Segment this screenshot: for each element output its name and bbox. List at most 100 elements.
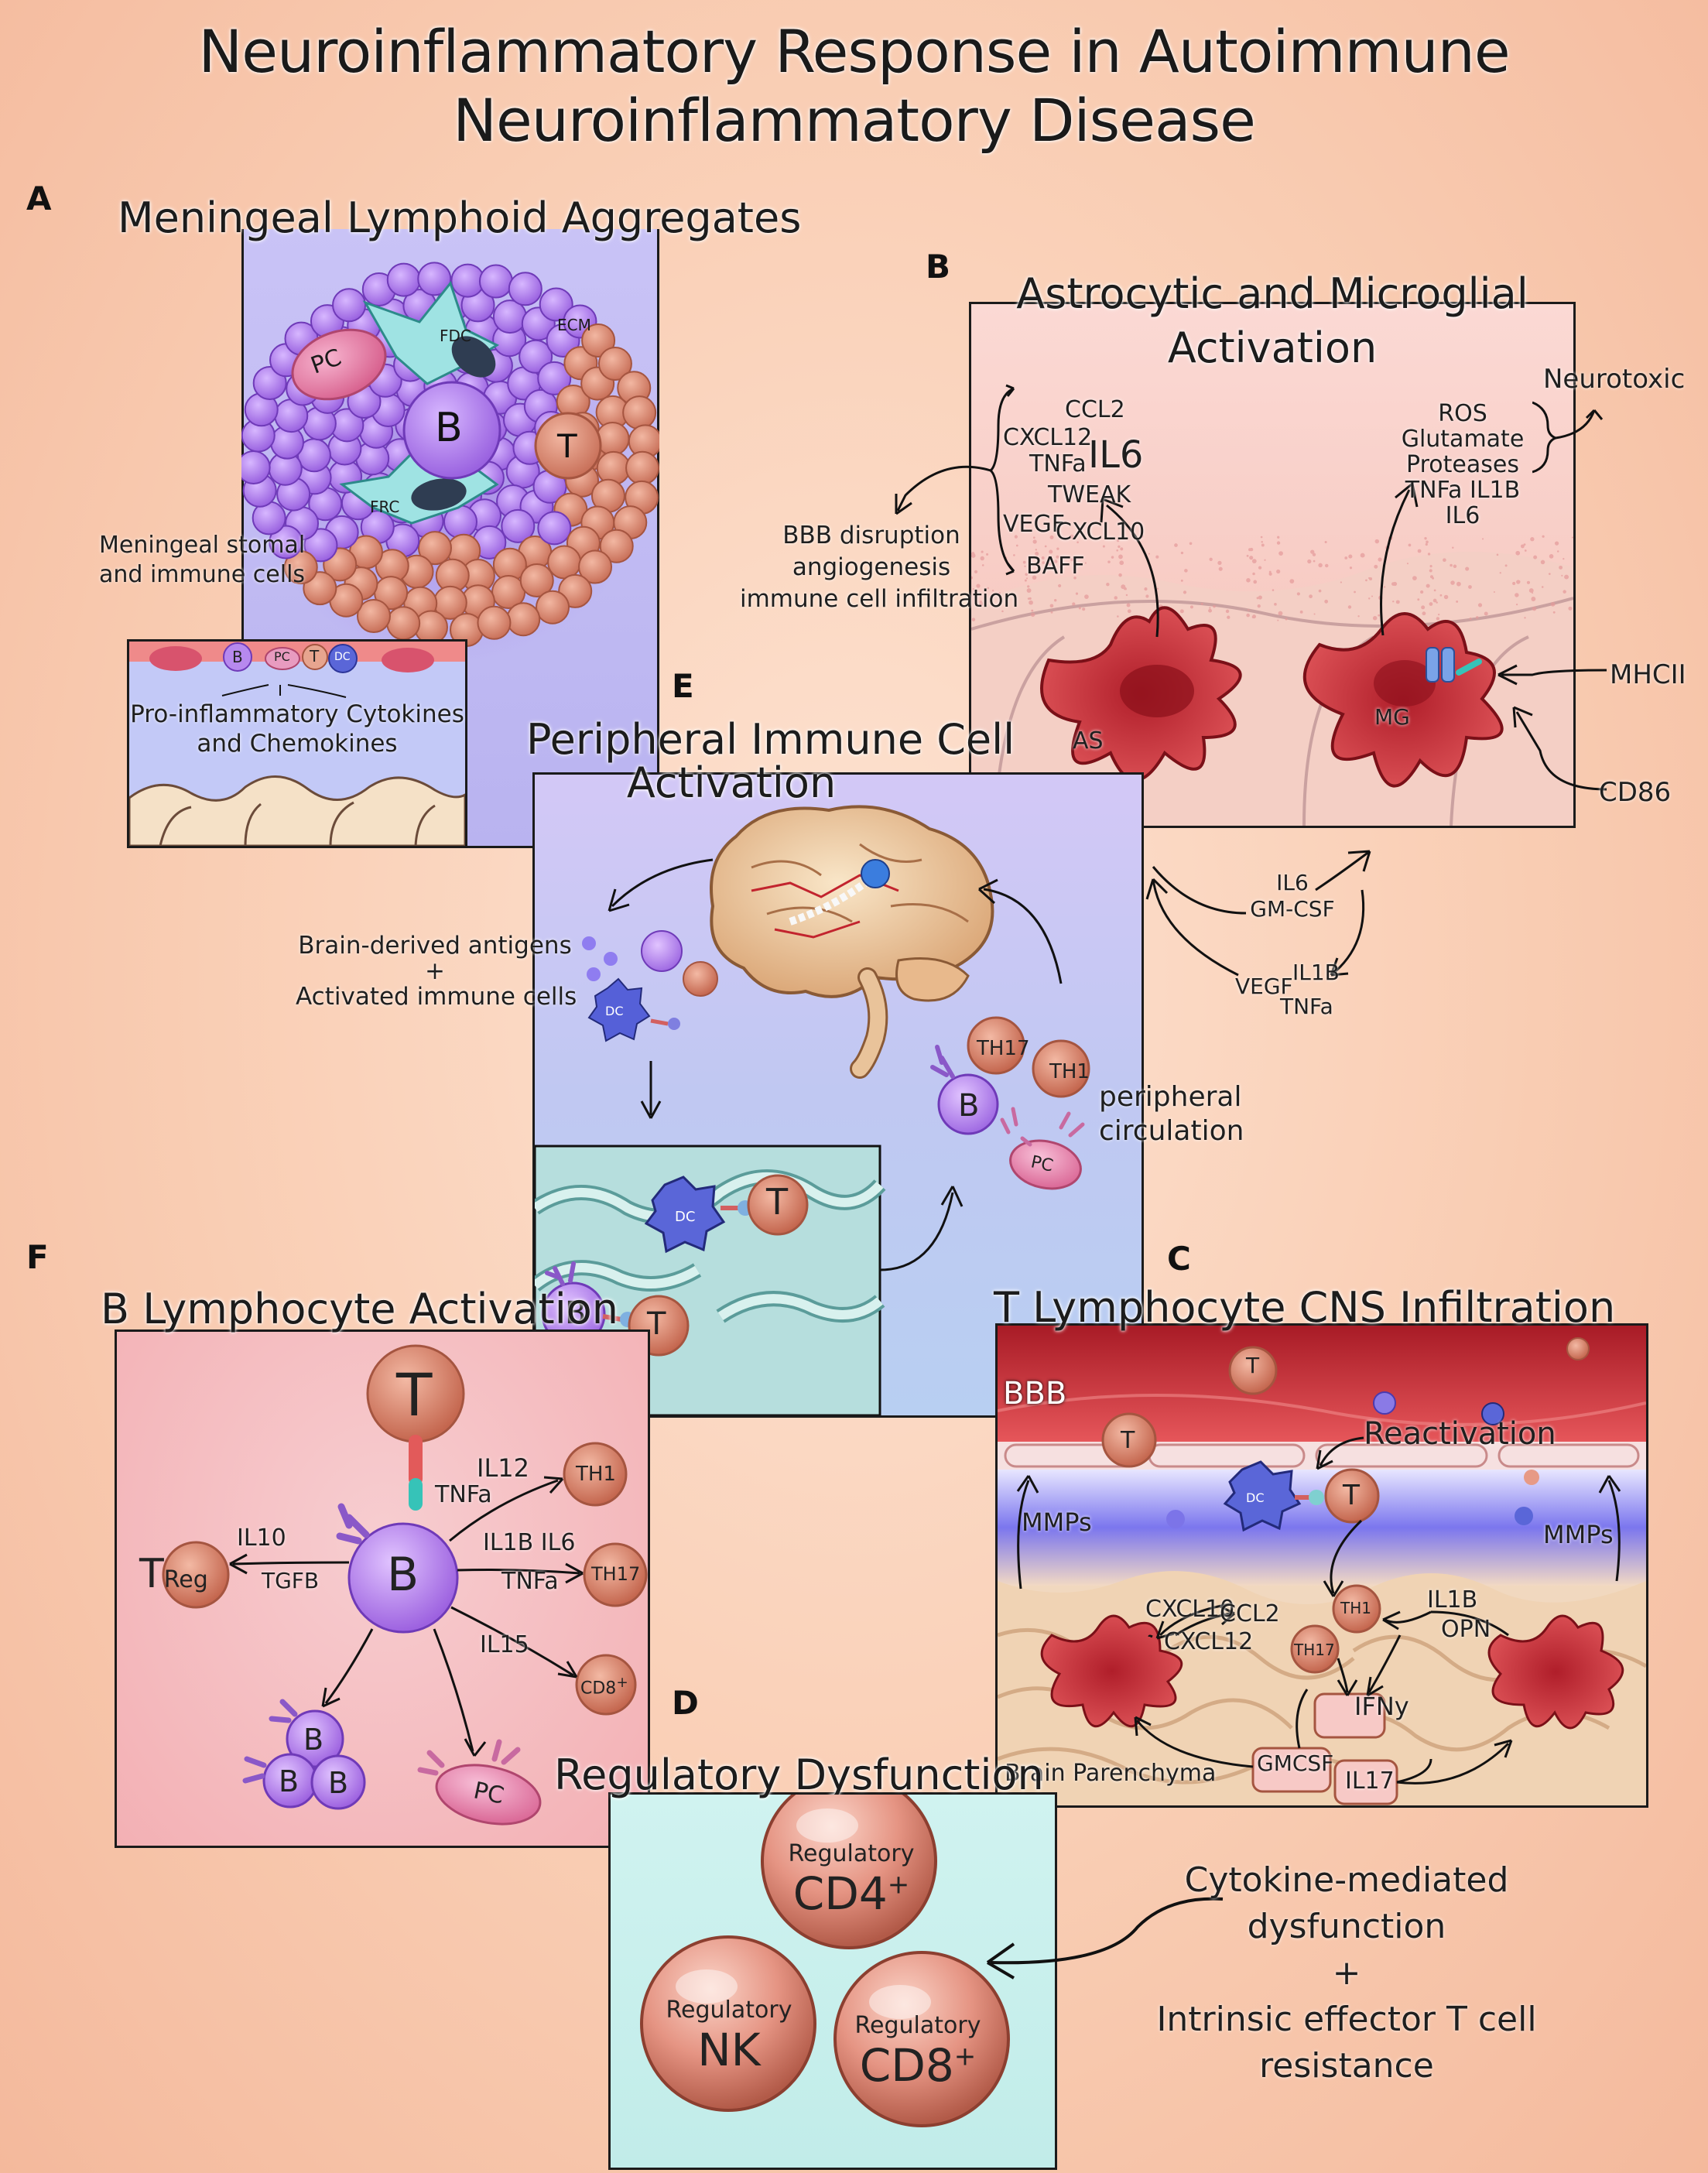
reg-nk-top: Regulatory: [666, 1997, 792, 2024]
speckle: [1437, 613, 1440, 616]
speckle: [972, 587, 975, 590]
speckle: [1548, 573, 1551, 575]
cause-line-2: dysfunction: [1247, 1907, 1446, 1946]
panel-c-title: T Lymphocyte CNS Infiltration: [994, 1283, 1616, 1332]
speckle: [981, 564, 984, 566]
speckle: [1026, 588, 1032, 594]
chemokine-cxcl12: CXCL12: [1164, 1628, 1254, 1655]
t-cell: [596, 450, 631, 485]
mmps-label-left: MMPs: [1022, 1507, 1092, 1537]
speckle: [1118, 554, 1123, 560]
panel-e-letter: E: [672, 667, 694, 705]
speckle: [1056, 547, 1059, 550]
mini-t-label: T: [310, 647, 320, 666]
reg-cd8-top: Regulatory: [854, 2012, 981, 2039]
cd86-label: CD86: [1599, 777, 1672, 808]
panel-e-title-line-1: Peripheral Immune Cell: [526, 715, 1015, 764]
ecm-label: ECM: [557, 316, 591, 334]
t-cell: [622, 395, 657, 430]
speckle: [1014, 535, 1018, 539]
speckle: [1249, 547, 1254, 552]
speckle: [1417, 549, 1422, 553]
cause-line-3: Intrinsic effector T cell: [1156, 2000, 1537, 2039]
speckle: [1296, 592, 1300, 596]
speckle: [1024, 565, 1026, 567]
b-cell: [501, 508, 536, 543]
reg-cd8-main: CD8: [859, 2039, 954, 2092]
speckle: [1056, 555, 1059, 559]
speckle: [1274, 602, 1277, 606]
b-cell: [241, 450, 271, 484]
speckle: [1468, 585, 1472, 589]
speckle: [1542, 535, 1545, 538]
cytokines-line-2: and Chemokines: [197, 730, 398, 758]
t-cell: [536, 590, 570, 625]
panel-a-title: Meningeal Lymphoid Aggregates: [118, 193, 802, 242]
speckle: [1179, 609, 1184, 614]
cns-infiltration-drawing: [998, 1326, 1646, 1805]
speckle: [1456, 600, 1459, 603]
speckle: [1031, 609, 1034, 612]
speckle: [1412, 576, 1417, 581]
speckle: [1272, 589, 1275, 591]
reg-cd4-main: CD4: [792, 1867, 888, 1920]
reg-cd4-sup: +: [887, 1869, 910, 1901]
speckle: [1550, 601, 1556, 607]
speckle: [1246, 578, 1251, 583]
speckle: [980, 556, 984, 561]
dysfunction-arrow: [986, 1897, 1224, 1980]
speckle: [974, 570, 978, 573]
speckle: [1107, 560, 1111, 563]
speckle: [1421, 605, 1426, 610]
micro-factor-tnfa-il1b: TNFa IL1B: [1405, 477, 1521, 504]
speckle: [1392, 601, 1395, 603]
speckle: [987, 587, 989, 590]
speckle: [1038, 563, 1040, 566]
speckle: [1257, 604, 1261, 608]
speckle: [1070, 534, 1074, 539]
b-cell: [539, 287, 573, 322]
e-dc-inset-label: DC: [675, 1209, 696, 1225]
f-t-label: T: [396, 1360, 433, 1429]
effect-angiogenesis: angiogenesis: [792, 553, 951, 581]
speckle: [1070, 558, 1074, 562]
receptor-pointers: [1497, 664, 1607, 791]
speckle: [1035, 552, 1039, 556]
micro-factor-ros: ROS: [1438, 400, 1487, 427]
crosstalk-il6: IL6: [1276, 870, 1309, 895]
page-title: Neuroinflammatory Response in Autoimmune…: [198, 17, 1510, 155]
t-cell: [578, 549, 613, 584]
speckle: [986, 553, 989, 556]
speckle: [1148, 553, 1150, 555]
e-th17-label: TH17: [977, 1037, 1030, 1060]
panel-c-letter: C: [1167, 1240, 1191, 1278]
speckle: [1481, 538, 1484, 540]
speckle: [1249, 556, 1254, 560]
speckle: [1504, 564, 1508, 567]
speckle: [1515, 603, 1518, 606]
speckle: [1309, 594, 1313, 599]
speckle: [1174, 543, 1178, 547]
crosstalk-vegf: VEGF: [1235, 974, 1293, 999]
f-cd8-main: CD8: [580, 1679, 617, 1699]
effect-immune-infiltration: immune cell infiltration: [740, 585, 1019, 613]
speckle: [1424, 537, 1427, 540]
treg-t: T: [139, 1551, 164, 1597]
speckle: [1453, 564, 1457, 569]
speckle: [1530, 537, 1535, 542]
speckle: [1118, 573, 1122, 577]
circulation-line-2: circulation: [1099, 1115, 1244, 1147]
speckle: [1050, 611, 1053, 614]
reg-cd4-top: Regulatory: [788, 1840, 915, 1867]
frc-label: FRC: [370, 498, 400, 516]
speckle: [981, 550, 984, 553]
tnfa-label-2: TNFa: [501, 1568, 559, 1595]
speckle: [1180, 551, 1184, 555]
speckle: [1183, 590, 1187, 594]
speckle: [1180, 579, 1183, 582]
speckle: [1378, 557, 1382, 562]
speckle: [1395, 600, 1400, 604]
speckle: [1426, 583, 1430, 588]
speckle: [979, 602, 984, 607]
speckle: [1439, 594, 1443, 597]
